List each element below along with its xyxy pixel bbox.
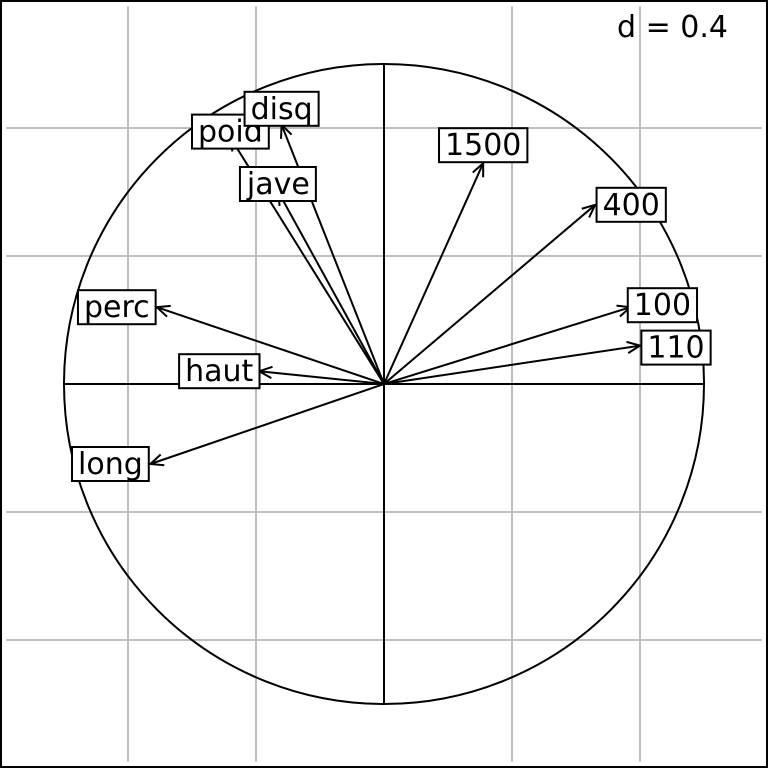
variable-label-box	[71, 446, 150, 482]
variable-arrow-400	[383, 203, 598, 385]
variable-arrow-110	[383, 340, 643, 385]
variable-label-text: perc	[84, 290, 150, 325]
variable-label-jave: jave	[238, 166, 317, 202]
variable-label-box	[238, 166, 317, 202]
variable-label-text: 100	[634, 288, 691, 323]
variable-arrow-long	[148, 383, 385, 467]
variable-label-long: long	[71, 446, 150, 482]
variable-label-1500: 1500	[438, 127, 529, 164]
variable-label-text: jave	[246, 167, 310, 202]
variable-label-box	[438, 127, 529, 164]
variable-label-text: 400	[603, 188, 660, 223]
variable-label-box	[640, 329, 712, 366]
variable-label-400: 400	[595, 186, 667, 223]
variable-label-box	[595, 186, 667, 223]
variable-label-text: long	[78, 447, 143, 482]
variable-label-disq: disq	[243, 90, 320, 127]
variable-label-box	[178, 353, 261, 390]
variable-label-box	[626, 287, 699, 324]
scale-label: d = 0.4	[617, 10, 728, 45]
variable-label-text: 110	[647, 331, 704, 366]
variable-label-perc: perc	[76, 289, 157, 326]
variable-label-text: haut	[185, 354, 253, 389]
variable-arrow-perc	[154, 304, 385, 385]
variable-label-box	[76, 289, 157, 326]
variable-label-haut: haut	[178, 353, 261, 390]
variable-label-text: 1500	[445, 128, 521, 163]
variable-label-110: 110	[640, 329, 712, 366]
variable-label-text: disq	[251, 92, 313, 127]
variable-label-100: 100	[626, 287, 699, 324]
variable-label-box	[243, 90, 320, 127]
